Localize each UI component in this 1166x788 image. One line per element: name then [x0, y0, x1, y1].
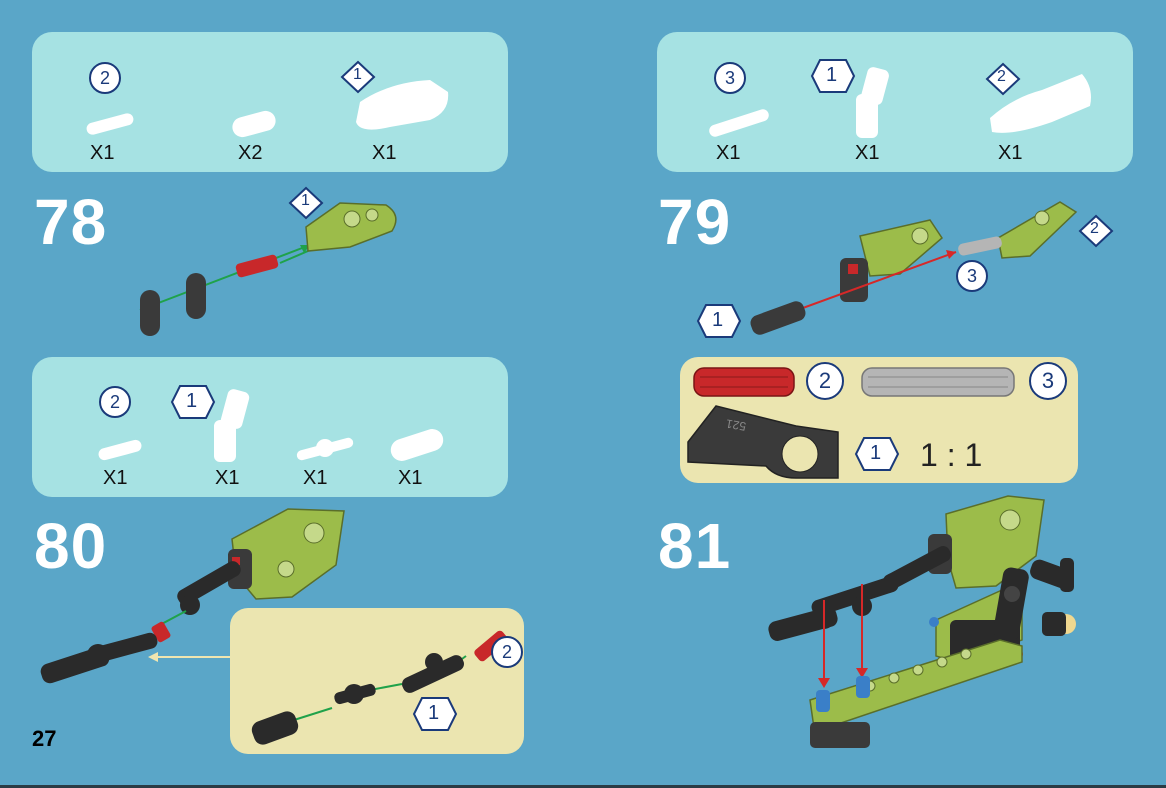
step-78-assembly	[130, 185, 410, 345]
axle-part-icon	[82, 110, 138, 138]
ratio-text: 1 : 1	[920, 437, 982, 474]
angled-beam-icon	[686, 402, 842, 480]
grey-axle-icon	[860, 366, 1016, 398]
step-number: 79	[658, 190, 731, 254]
part-label-circle: 2	[89, 62, 121, 94]
part-label-hex: 1	[186, 390, 197, 413]
callout-label: 2	[1090, 220, 1099, 238]
panel-part-icon	[350, 72, 456, 142]
qty-label: X1	[716, 142, 740, 165]
bushing-part-icon	[386, 426, 448, 466]
part-label-hex: 1	[826, 64, 837, 87]
axle-part-icon	[704, 108, 774, 138]
qty-label: X1	[372, 142, 396, 165]
page-number: 27	[32, 726, 56, 752]
qty-label: X1	[855, 142, 879, 165]
bushing-part-icon	[228, 108, 280, 140]
red-axle-icon	[692, 366, 796, 398]
callout-label: 1	[712, 309, 723, 332]
step-81-assembly	[760, 490, 1090, 765]
qty-label: X2	[238, 142, 262, 165]
legend-label-circle: 2	[806, 362, 844, 400]
connector-part-icon	[208, 386, 252, 464]
subassembly-80	[238, 612, 518, 752]
qty-label: X1	[998, 142, 1022, 165]
callout-label: 1	[301, 192, 310, 210]
axle-part-icon	[94, 436, 146, 464]
pointer-arrow	[146, 650, 236, 664]
axle-pin-part-icon	[292, 430, 358, 466]
qty-label: X1	[215, 467, 239, 490]
legend-label-circle: 3	[1029, 362, 1067, 400]
step-number: 81	[658, 514, 731, 578]
panel-part-icon	[982, 68, 1098, 140]
callout-label: 1	[428, 702, 439, 725]
callout-label-circle: 3	[956, 260, 988, 292]
qty-label: X1	[398, 467, 422, 490]
part-label-circle: 3	[714, 62, 746, 94]
legend-label: 1	[870, 442, 881, 465]
callout-label-circle: 2	[491, 636, 523, 668]
part-label-circle: 2	[99, 386, 131, 418]
qty-label: X1	[303, 467, 327, 490]
qty-label: X1	[90, 142, 114, 165]
step-number: 78	[34, 190, 107, 254]
qty-label: X1	[103, 467, 127, 490]
step-79-assembly	[730, 190, 1110, 350]
connector-part-icon	[850, 64, 890, 140]
